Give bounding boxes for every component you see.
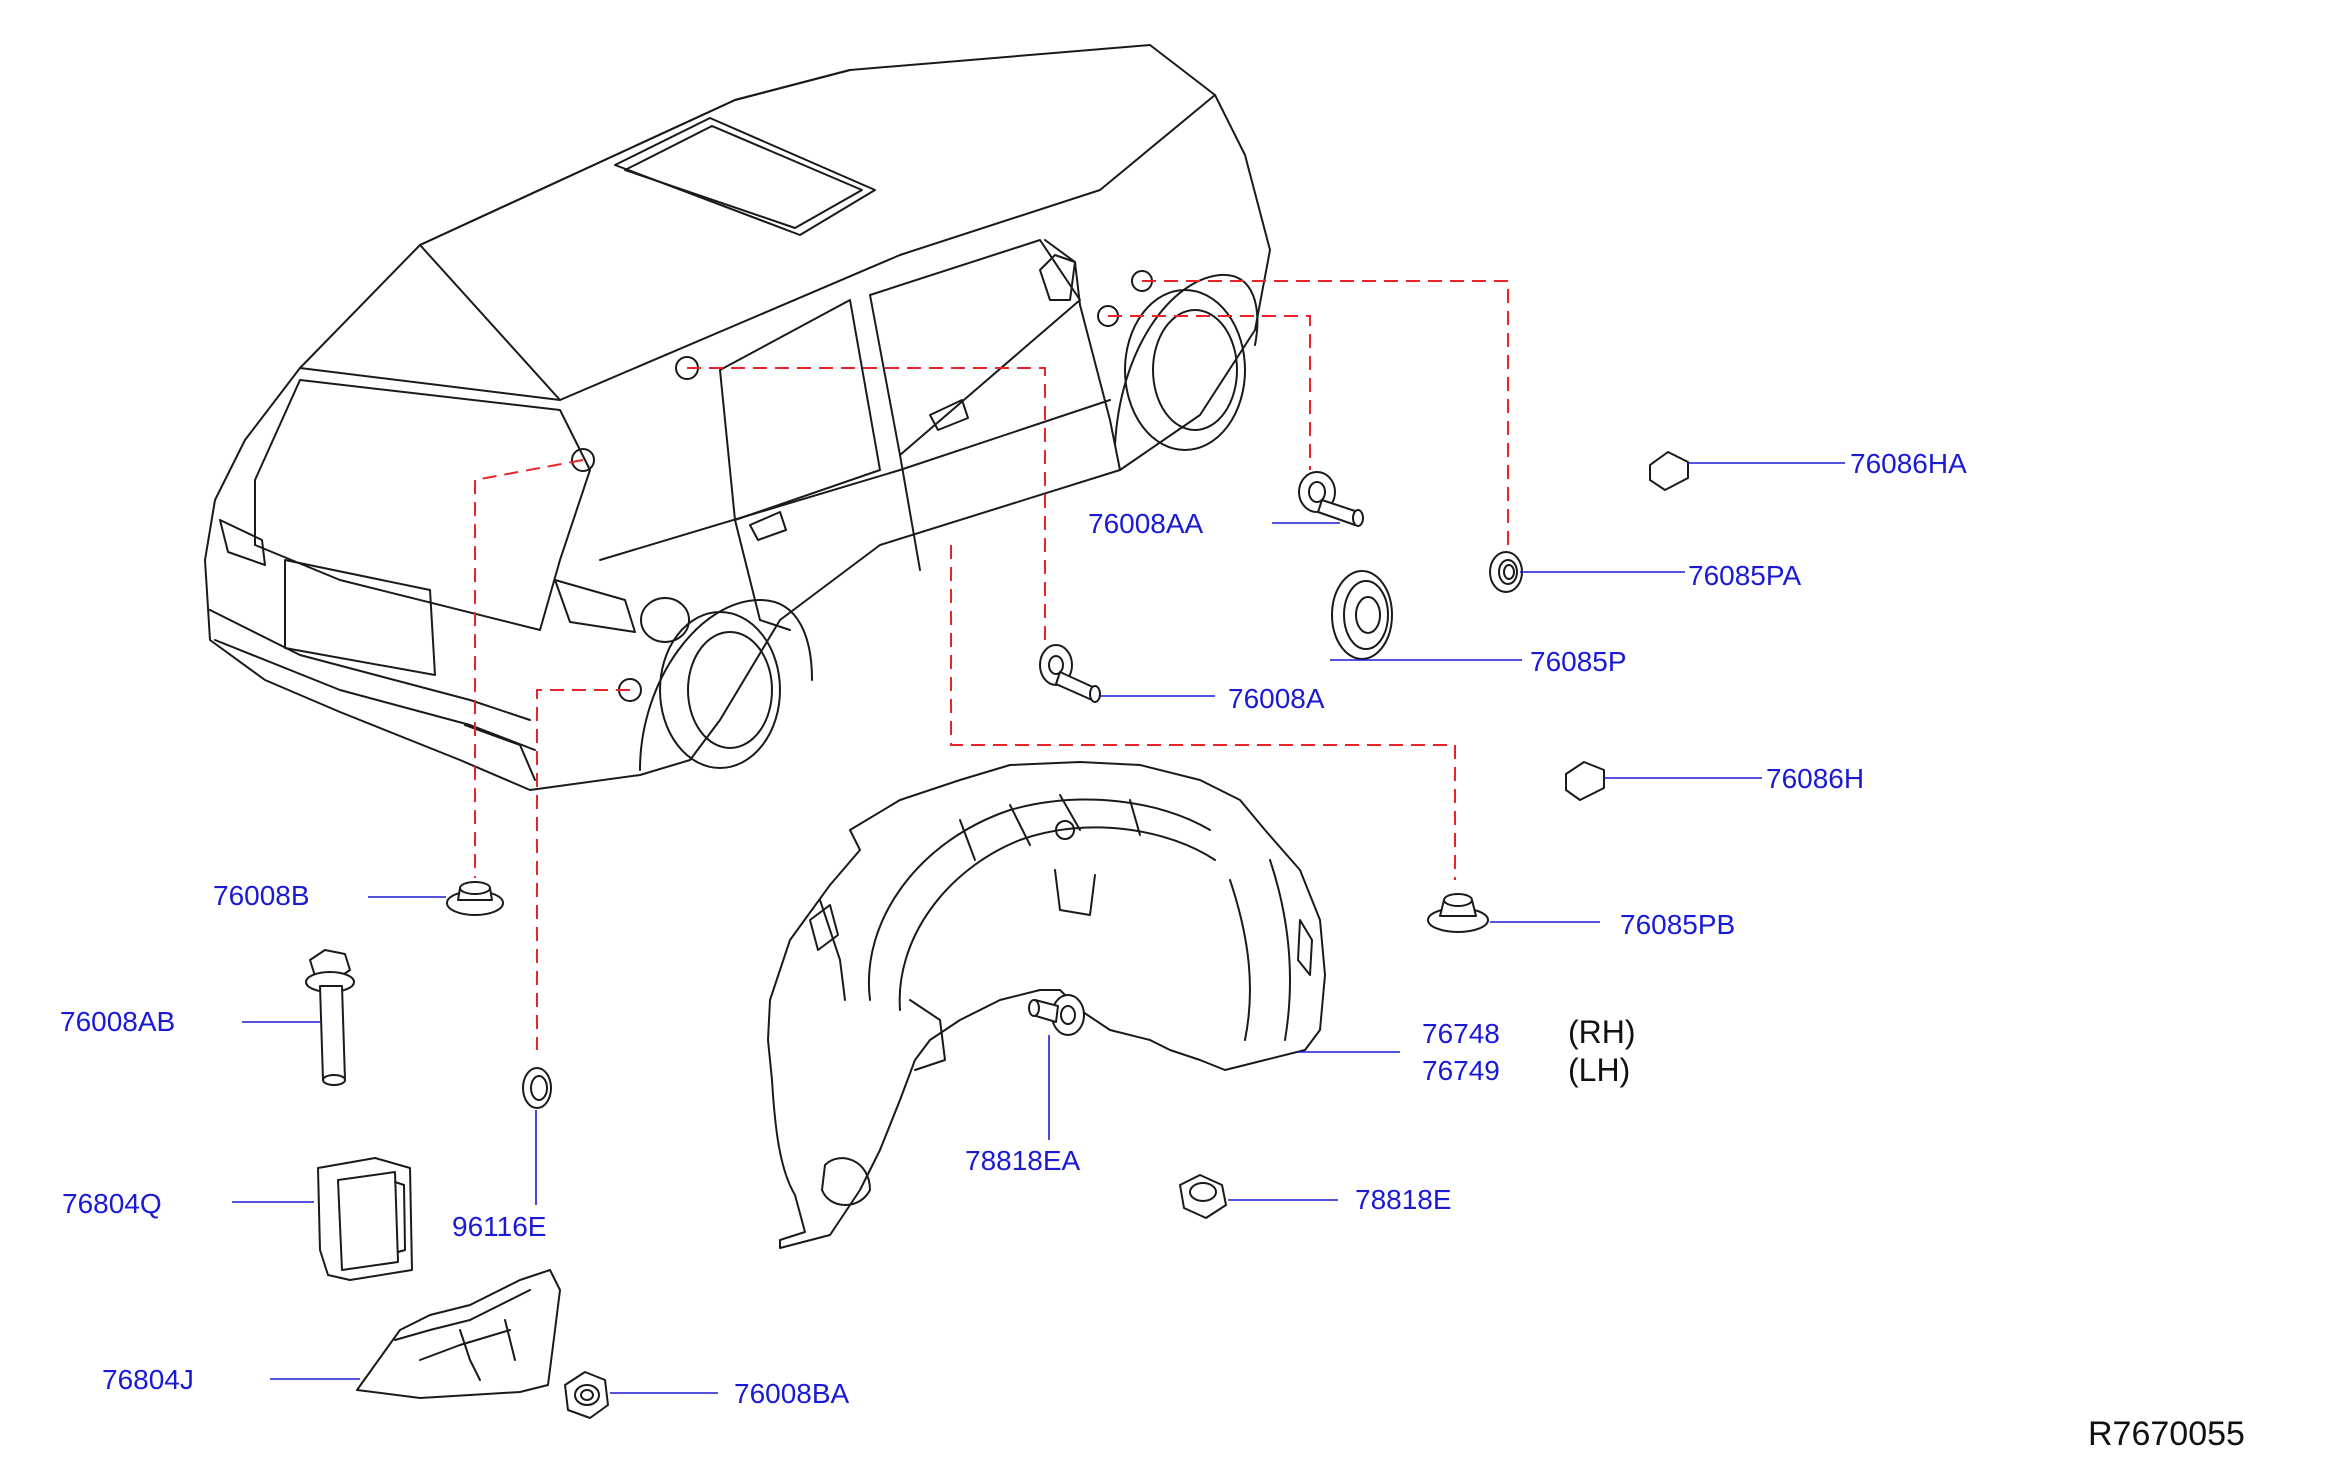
- label-76008AA[interactable]: 76008AA: [1088, 508, 1204, 539]
- label-76085PB[interactable]: 76085PB: [1620, 909, 1736, 940]
- label-76008BA[interactable]: 76008BA: [734, 1378, 850, 1409]
- part-76008AB-icon[interactable]: [305, 949, 355, 1086]
- label-76086H[interactable]: 76086H: [1766, 763, 1865, 794]
- label-76804J[interactable]: 76804J: [102, 1364, 194, 1395]
- vehicle-illustration: [204, 44, 1271, 791]
- label-76086HA[interactable]: 76086HA: [1850, 448, 1967, 479]
- part-76086H-icon[interactable]: [1565, 761, 1605, 801]
- label-side-lh: (LH): [1568, 1052, 1631, 1088]
- label-96116E[interactable]: 96116E: [452, 1211, 547, 1242]
- diagram-reference-code: R7670055: [2088, 1415, 2245, 1453]
- part-76085PB-icon[interactable]: [1427, 893, 1489, 933]
- label-76008AB[interactable]: 76008AB: [60, 1006, 176, 1037]
- part-76008BA-icon[interactable]: [564, 1371, 609, 1419]
- label-78818E[interactable]: 78818E: [1355, 1184, 1452, 1215]
- label-76008B[interactable]: 76008B: [213, 880, 310, 911]
- part-96116E-icon[interactable]: [522, 1067, 552, 1109]
- label-side-rh: (RH): [1568, 1014, 1636, 1050]
- guide-lines: [474, 280, 1509, 1050]
- part-76008A-icon[interactable]: [1039, 644, 1101, 703]
- label-76085PA[interactable]: 76085PA: [1688, 560, 1802, 591]
- part-76085P-icon[interactable]: [1331, 570, 1393, 660]
- label-76008A[interactable]: 76008A: [1228, 683, 1325, 714]
- label-76085P[interactable]: 76085P: [1530, 646, 1627, 677]
- part-76086HA-icon[interactable]: [1649, 451, 1689, 491]
- part-78818E-icon[interactable]: [1179, 1174, 1227, 1219]
- part-76804Q-icon[interactable]: [317, 1157, 413, 1281]
- label-76804Q[interactable]: 76804Q: [62, 1188, 162, 1219]
- part-76804J-icon[interactable]: [356, 1269, 561, 1399]
- part-76008AA-icon[interactable]: [1298, 471, 1364, 527]
- label-76748[interactable]: 76748: [1422, 1018, 1500, 1049]
- part-78818EA-icon[interactable]: [1028, 994, 1085, 1036]
- part-76748-fender-liner[interactable]: [767, 761, 1326, 1249]
- part-76008B-icon[interactable]: [446, 881, 504, 916]
- part-76085PA-icon[interactable]: [1489, 551, 1523, 593]
- leader-lines: [232, 462, 1845, 1394]
- label-78818EA[interactable]: 78818EA: [965, 1145, 1081, 1176]
- label-76749[interactable]: 76749: [1422, 1055, 1500, 1086]
